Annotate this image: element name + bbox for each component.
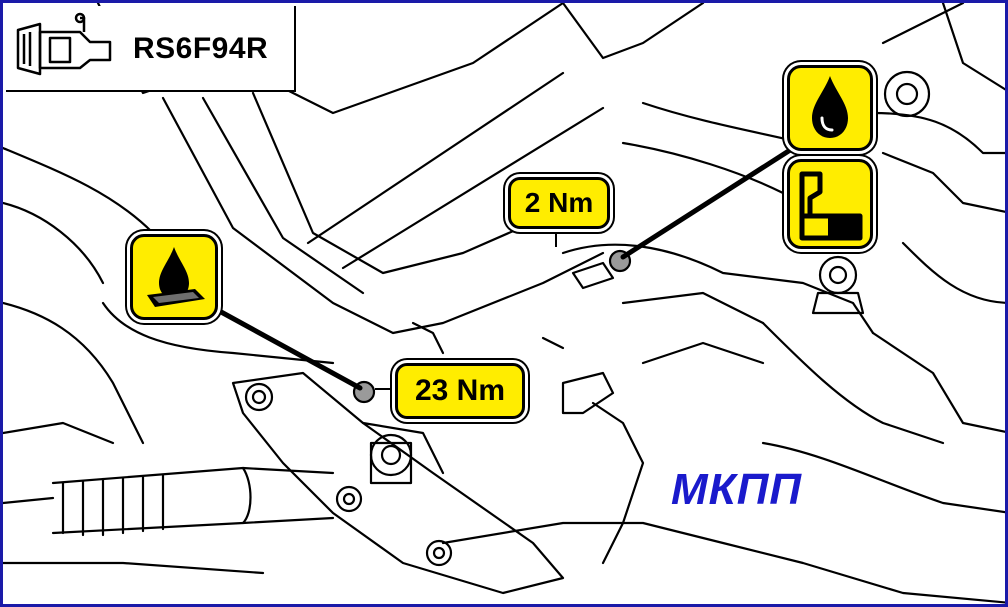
torque-value-lower: 23 Nm — [414, 374, 506, 407]
transmission-type-label: МКПП — [671, 465, 802, 514]
gearbox-icon — [16, 12, 112, 76]
torque-value-upper: 2 Nm — [524, 187, 594, 218]
sealant-drop-icon — [130, 234, 218, 320]
fluid-level-icon — [787, 159, 873, 249]
transmission-line-drawing — [3, 3, 1005, 604]
torque-tag-upper: 2 Nm — [508, 177, 610, 229]
torque-tag-lower: 23 Nm — [395, 363, 525, 419]
oil-drop-icon — [787, 65, 873, 151]
model-code-box: RS6F94R — [6, 6, 296, 92]
model-code: RS6F94R — [133, 32, 269, 65]
